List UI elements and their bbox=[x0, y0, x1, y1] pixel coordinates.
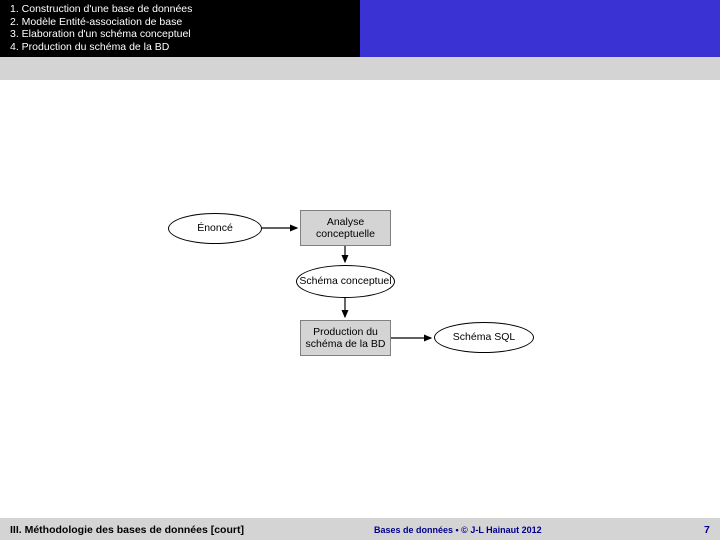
footer-page-number: 7 bbox=[704, 524, 710, 536]
footer-copyright: Bases de données • © J-L Hainaut 2012 bbox=[374, 525, 542, 535]
header-grey-band bbox=[0, 57, 720, 80]
footer-bar bbox=[0, 518, 720, 540]
header-outline-item-4: 4. Production du schéma de la BD bbox=[10, 40, 170, 53]
diagram-node-enonce: Énoncé bbox=[168, 213, 262, 244]
footer-title: III. Méthodologie des bases de données [… bbox=[10, 524, 244, 536]
diagram-node-analyse-conceptuelle: Analyse conceptuelle bbox=[300, 210, 391, 246]
header-outline-list: 1. Construction d'une base de données 2.… bbox=[10, 3, 360, 53]
diagram-node-schema-conceptuel: Schéma conceptuel bbox=[296, 265, 395, 298]
header-outline-item-1: 1. Construction d'une base de données bbox=[10, 3, 193, 15]
header-black-panel bbox=[0, 0, 360, 57]
diagram-node-schema-sql: Schéma SQL bbox=[434, 322, 534, 353]
header-outline-item-3: 3. Elaboration d'un schéma conceptuel bbox=[10, 28, 191, 41]
diagram-node-production-schema: Production du schéma de la BD bbox=[300, 320, 391, 356]
header-outline-item-2: 2. Modèle Entité-association de base bbox=[10, 15, 183, 28]
